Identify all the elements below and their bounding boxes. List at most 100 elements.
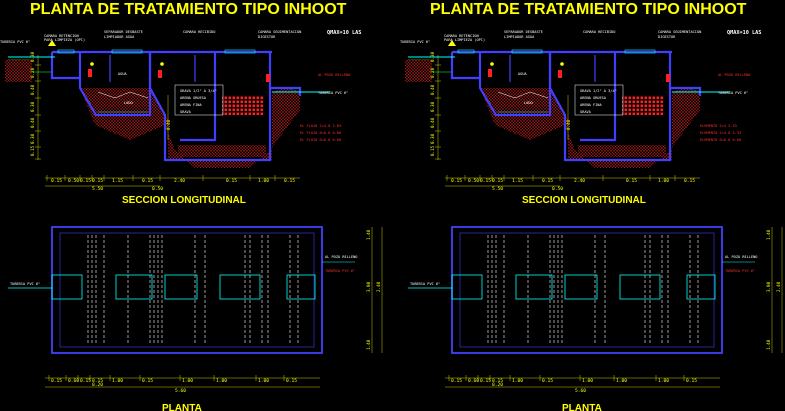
plan-chamber-box [686,274,716,300]
label-outlet-right: AL POZO RELLENO [318,73,350,77]
hdim-label: 0.15 [284,178,295,184]
valve-marker-icon [88,69,92,77]
label-sed-chamber: CAMARA SEDIMENTACION [658,30,701,34]
hdim-label: 1.00 [658,178,669,184]
plan-label-inlet: TUBERIA PVC 6" [10,282,40,286]
valve-marker-icon [158,70,162,78]
label-distribution-box: SEPARADOR DESBASTE [504,30,543,34]
plan-title: PLANTA [562,403,602,411]
hdim-total: 0.50 [552,186,563,192]
label-inlet-pipe: TUBERIA PVC 6" [0,40,30,44]
plan-chamber-box [286,274,316,300]
level-marker-icon [160,62,164,66]
soil-hatch [405,60,432,82]
hdim-label: 0.15 [80,178,91,184]
wall-outlet [270,86,302,96]
hdim-label: 1.15 [512,178,523,184]
vdim-label: 0.40 [430,84,435,95]
plan-hdim-label: 0.15 [51,378,62,384]
plan-hdim-label: 0.15 [492,378,503,384]
soil-hatch-bottom [480,88,700,168]
plan-hdim-label: 1.00 [182,378,193,384]
vdim-label: 0.30 [430,51,435,62]
plan-vdim-label: 1.40 [366,339,371,350]
vdim-label: 0.40 [30,117,35,128]
label-chamber-retention-2: PARA LIMPIEZA (OPC) [44,38,85,42]
hdim-label: 0.50 [68,178,79,184]
label-fill-3: ARENA FINA [580,103,602,107]
plan-vdim-label: 3.00 [366,281,371,292]
hdim-label: 0.15 [51,178,62,184]
water-surface [97,91,149,99]
plan-hdim-label: 1.00 [216,378,227,384]
wall-baffle [580,52,617,142]
hdim-label: 0.15 [451,178,462,184]
plan-hdim-label: 0.60 [468,378,479,384]
label-sed-chamber: CAMARA SEDIMENTACION [258,30,301,34]
label-fill-4: GRAVA [580,110,592,114]
plan-hdim-label: 0.15 [92,378,103,384]
level-marker-icon [560,62,564,66]
cover-slab [511,49,543,54]
label-water: AGUA [118,72,127,76]
hdim-label: 0.15 [480,178,491,184]
wall-baffle [180,52,217,142]
plan-outer-wall [451,226,723,354]
vdim-label: 0.20 [30,67,35,78]
qmax-label: QMAX=10 LAS [727,30,761,36]
plan-view [408,226,755,354]
hdim-label: 0.15 [626,178,637,184]
label-note-2: ELEMENTO 2=4.0 3.33 [700,131,741,135]
vdim-label: 0.30 [430,133,435,144]
valve-marker-icon [488,69,492,77]
valve-marker-icon [558,70,562,78]
hdim-total: 5.50 [492,186,503,192]
plan-chamber-box [219,274,261,300]
hdim-label: 1.00 [258,178,269,184]
vdim-label: 0.15 [430,145,435,156]
label-outlet-pipe: TUBERIA PVC 6" [718,91,748,95]
vdim-label: 0.40 [430,117,435,128]
plan-hdim-label: 0.15 [80,378,91,384]
label-sludge: LODO [124,101,133,105]
label-sed-chamber-2: DIGESTOR [658,35,676,39]
valve-marker-icon [266,74,270,82]
cover-slab [224,49,256,54]
plan-hdim-label: 0.60 [68,378,79,384]
label-frame [574,84,624,116]
level-marker-icon [490,62,494,66]
label-fill-1: GRAVA 1/2" A 3/4" [580,89,617,93]
label-chamber-retention: CAMARA RETENCION [444,34,479,38]
sheet-title: PLANTA DE TRATAMIENTO TIPO INHOOT [30,1,347,18]
label-fill-4: GRAVA [180,110,192,114]
plan-vdim-label: 2.40 [376,281,381,292]
plan-hdim-label: 0.15 [142,378,153,384]
plan-hdim-label: 0.15 [451,378,462,384]
section-title: SECCION LONGITUDINAL [122,195,246,206]
cover-slab [457,49,475,54]
hdim-label: 2.40 [574,178,585,184]
plan-hdim-label: 1.00 [258,378,269,384]
hdim-label: 0.15 [92,178,103,184]
label-frame [174,84,224,116]
plan-hdim-total: 0.20 [92,382,103,388]
section-title: SECCION LONGITUDINAL [522,195,646,206]
label-outlet-pipe: TUBERIA PVC 6" [318,91,348,95]
cover-slab [57,49,75,54]
plan-inner-wall [59,232,315,348]
plan-vdim-label: 1.40 [366,229,371,240]
plan-vdim-label: 1.40 [766,339,771,350]
sheet-title: PLANTA DE TRATAMIENTO TIPO INHOOT [430,1,747,18]
plan-vdim-label: 2.40 [776,281,781,292]
label-sed-chamber-2: DIGESTOR [258,35,276,39]
label-scum-chamber: CAMARA RECIBIDO [183,30,215,34]
soil-hatch [5,60,32,82]
soil-hatch-bottom [80,88,300,168]
vdim-label: 0.40 [166,119,171,130]
hdim-label: 0.15 [542,178,553,184]
plan-chamber-box [564,274,598,300]
